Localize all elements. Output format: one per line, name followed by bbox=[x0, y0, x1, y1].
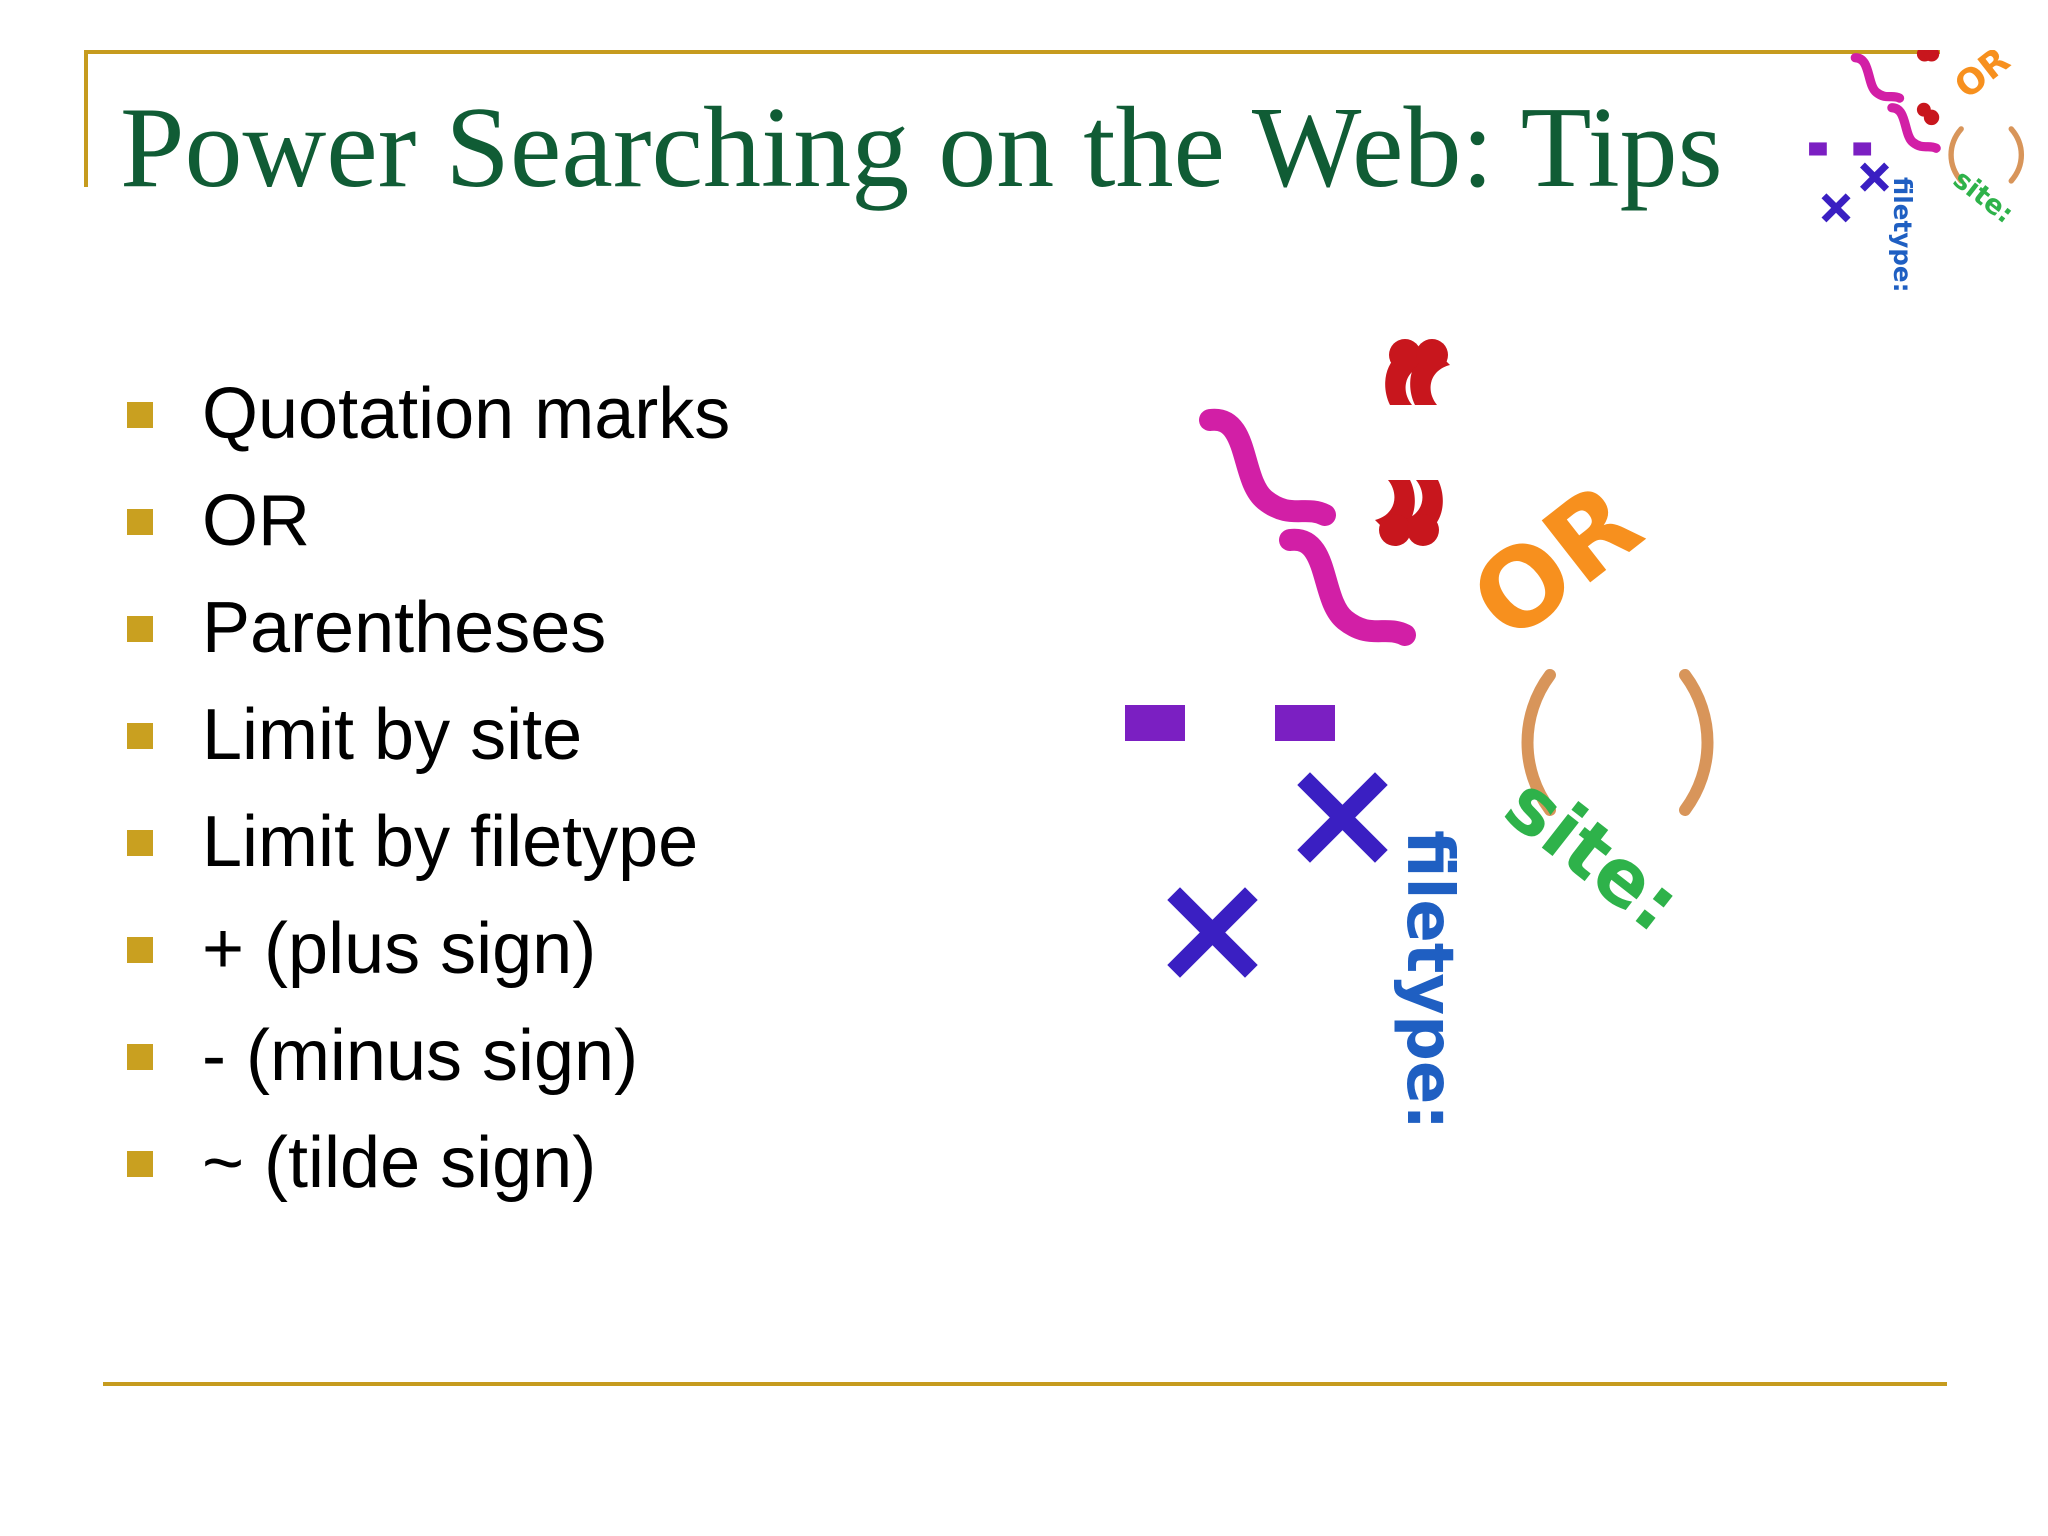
search-operators-icon-large: OR site: filetype: bbox=[1100, 310, 1780, 1180]
minus-sign-icon bbox=[1809, 142, 1827, 156]
square-bullet-icon bbox=[127, 1151, 153, 1177]
square-bullet-icon bbox=[127, 830, 153, 856]
square-bullet-icon bbox=[127, 937, 153, 963]
or-label: OR bbox=[1449, 459, 1664, 665]
tilde-icon bbox=[1887, 103, 1941, 153]
minus-sign-icon bbox=[1853, 142, 1872, 156]
search-operators-graphic: OR site: filetype: bbox=[1125, 339, 1714, 1130]
plus-sign-icon bbox=[1167, 772, 1388, 978]
site-label: site: bbox=[1488, 759, 1697, 950]
filetype-label: filetype: bbox=[1888, 177, 1917, 292]
bullet-text: + (plus sign) bbox=[202, 909, 597, 989]
bottom-rule bbox=[103, 1382, 1947, 1386]
top-rule bbox=[84, 50, 1940, 54]
bullet-text: Quotation marks bbox=[202, 374, 731, 454]
search-operators-graphic: OR site: filetype: bbox=[1809, 50, 2025, 292]
square-bullet-icon bbox=[127, 1044, 153, 1070]
plus-sign-icon bbox=[1821, 162, 1890, 223]
bullet-text: OR bbox=[202, 481, 310, 561]
tilde-icon bbox=[1279, 528, 1416, 646]
bullet-text: Limit by filetype bbox=[202, 802, 699, 882]
bullet-text: Parentheses bbox=[202, 588, 607, 668]
quotation-marks-icon bbox=[1375, 339, 1450, 546]
tilde-icon bbox=[1199, 408, 1336, 526]
search-operators-icon-small: OR site: filetype: bbox=[1800, 50, 2048, 385]
parentheses-icon bbox=[1948, 126, 2025, 184]
parentheses-icon bbox=[1521, 669, 1714, 816]
slide-title: Power Searching on the Web: Tips bbox=[120, 84, 1723, 212]
bullet-text: ~ (tilde sign) bbox=[202, 1123, 597, 1203]
filetype-label: filetype: bbox=[1392, 830, 1466, 1130]
square-bullet-icon bbox=[127, 509, 153, 535]
or-label: OR bbox=[1947, 50, 2017, 107]
bullet-text: Limit by site bbox=[202, 695, 583, 775]
quotation-marks-icon bbox=[1916, 50, 1940, 126]
bullet-text: - (minus sign) bbox=[202, 1016, 639, 1096]
square-bullet-icon bbox=[127, 402, 153, 428]
tilde-icon bbox=[1850, 53, 1905, 103]
minus-sign-icon bbox=[1125, 705, 1185, 741]
minus-sign-icon bbox=[1275, 705, 1335, 741]
left-rule bbox=[84, 50, 88, 187]
square-bullet-icon bbox=[127, 723, 153, 749]
square-bullet-icon bbox=[127, 616, 153, 642]
